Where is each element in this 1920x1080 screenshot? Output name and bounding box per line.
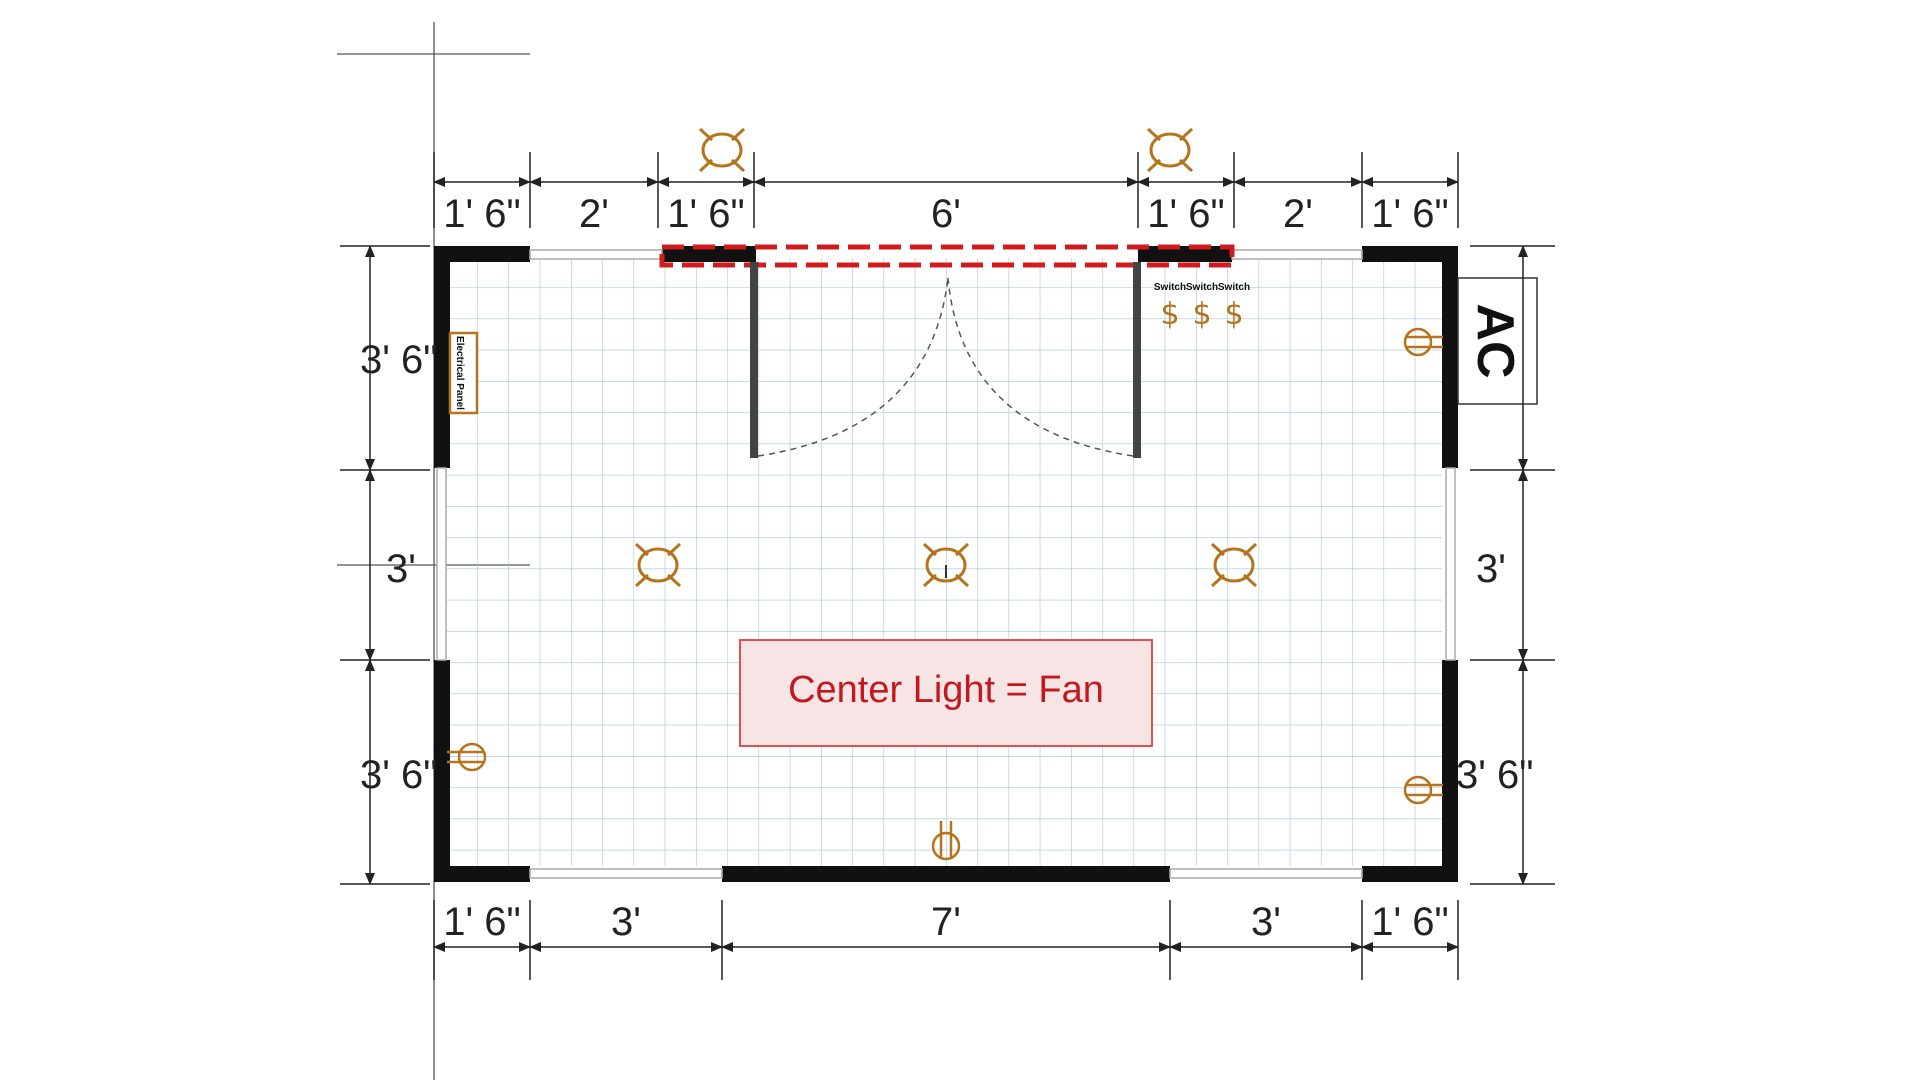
- dim-top-label: 1' 6": [1147, 192, 1224, 236]
- electrical-panel-label: Electrical Panel: [454, 336, 465, 410]
- electrical-panel: Electrical Panel: [448, 331, 479, 415]
- dimension-labels: 1' 6" 2' 1' 6" 6' 1' 6" 2' 1' 6" 1' 6" 3…: [360, 192, 1533, 944]
- windows: [436, 249, 1456, 879]
- switch-label: Switch: [1154, 282, 1186, 293]
- dim-top-label: 6': [931, 192, 961, 236]
- dim-bottom-label: 3': [1251, 900, 1281, 944]
- dim-bottom-label: 7': [931, 900, 961, 944]
- dim-bottom-label: 3': [611, 900, 641, 944]
- dim-right-label: 3' 6": [1456, 753, 1533, 797]
- dim-top-label: 1' 6": [1371, 192, 1448, 236]
- header-beam: [659, 244, 1235, 268]
- dim-top-label: 1' 6": [443, 192, 520, 236]
- switch-label: Switch: [1218, 282, 1250, 293]
- note-box: Center Light = Fan: [739, 639, 1153, 747]
- switch-icon: $: [1224, 297, 1243, 332]
- switch-icon: $: [1160, 297, 1179, 332]
- dimension-lines: [340, 152, 1555, 980]
- door-swing: [757, 277, 1134, 457]
- dim-bottom-label: 1' 6": [443, 900, 520, 944]
- dim-top-label: 1' 6": [667, 192, 744, 236]
- ceiling-light-icon: [1146, 127, 1194, 173]
- switch-label: Switch: [1186, 282, 1218, 293]
- dim-top-label: 2': [1283, 192, 1313, 236]
- ac-unit: AC: [1457, 277, 1538, 405]
- door-jambs: [750, 262, 1141, 458]
- dim-left-label: 3': [386, 547, 416, 591]
- dim-right-label: 3': [1476, 547, 1506, 591]
- dim-top-label: 2': [579, 192, 609, 236]
- switch-icon: $: [1192, 297, 1211, 332]
- walls: [434, 246, 1458, 882]
- dim-bottom-label: 1' 6": [1371, 900, 1448, 944]
- room-floor: [438, 258, 1442, 866]
- ac-label: AC: [1466, 303, 1524, 378]
- ceiling-light-icon: [698, 127, 746, 173]
- note-text: Center Light = Fan: [788, 669, 1104, 711]
- dim-left-label: 3' 6": [360, 338, 437, 382]
- dim-left-label: 3' 6": [360, 753, 437, 797]
- switch-group: Switch Switch Switch $ $ $: [1154, 282, 1250, 332]
